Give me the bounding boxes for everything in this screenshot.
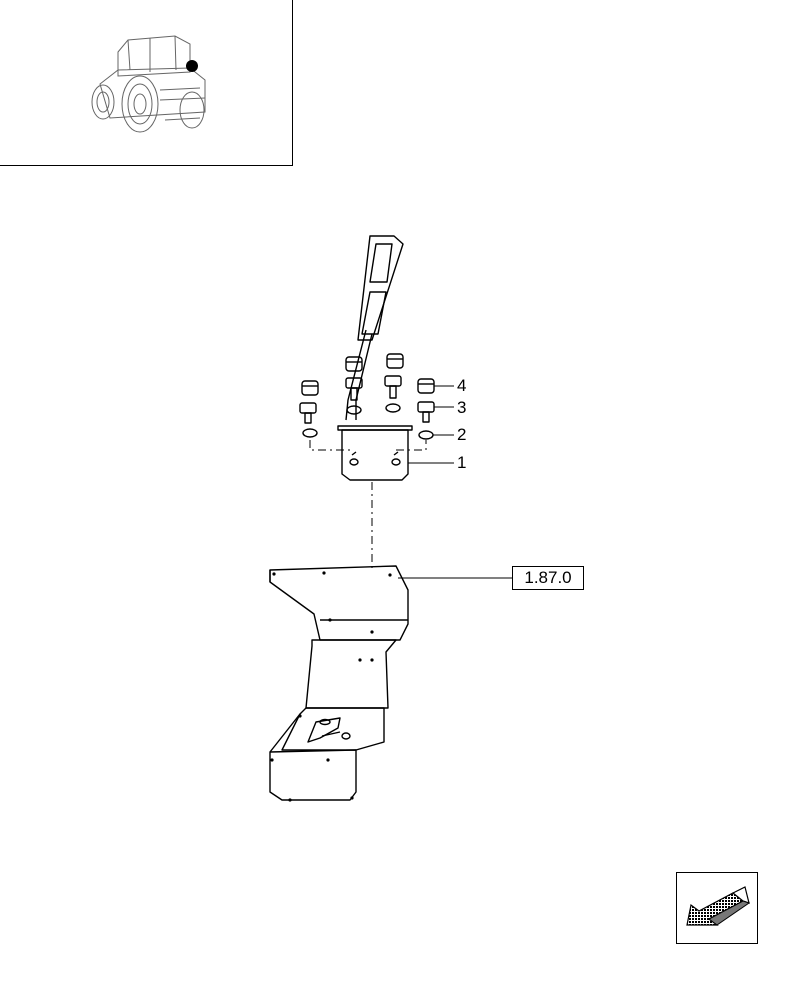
step-bracket	[345, 235, 404, 421]
leader-lines	[398, 385, 512, 579]
thumbnail-frame	[0, 0, 293, 166]
bolts-row	[299, 375, 435, 424]
callout-3: 3	[457, 398, 467, 417]
callout-1: 1	[457, 453, 467, 472]
tractor-thumbnail-icon	[91, 35, 206, 133]
previous-page-arrow-icon	[686, 886, 751, 926]
nuts-row	[301, 353, 435, 396]
location-marker	[186, 60, 198, 72]
reference-link-box[interactable]: 1.87.0	[512, 566, 584, 590]
callout-4: 4	[457, 376, 467, 395]
alignment-lines	[309, 440, 427, 572]
previous-page-button[interactable]	[676, 872, 758, 944]
bracket-part-1	[337, 425, 413, 481]
callout-2: 2	[457, 425, 467, 444]
washers-row	[302, 403, 434, 440]
panel-assembly	[269, 565, 409, 801]
